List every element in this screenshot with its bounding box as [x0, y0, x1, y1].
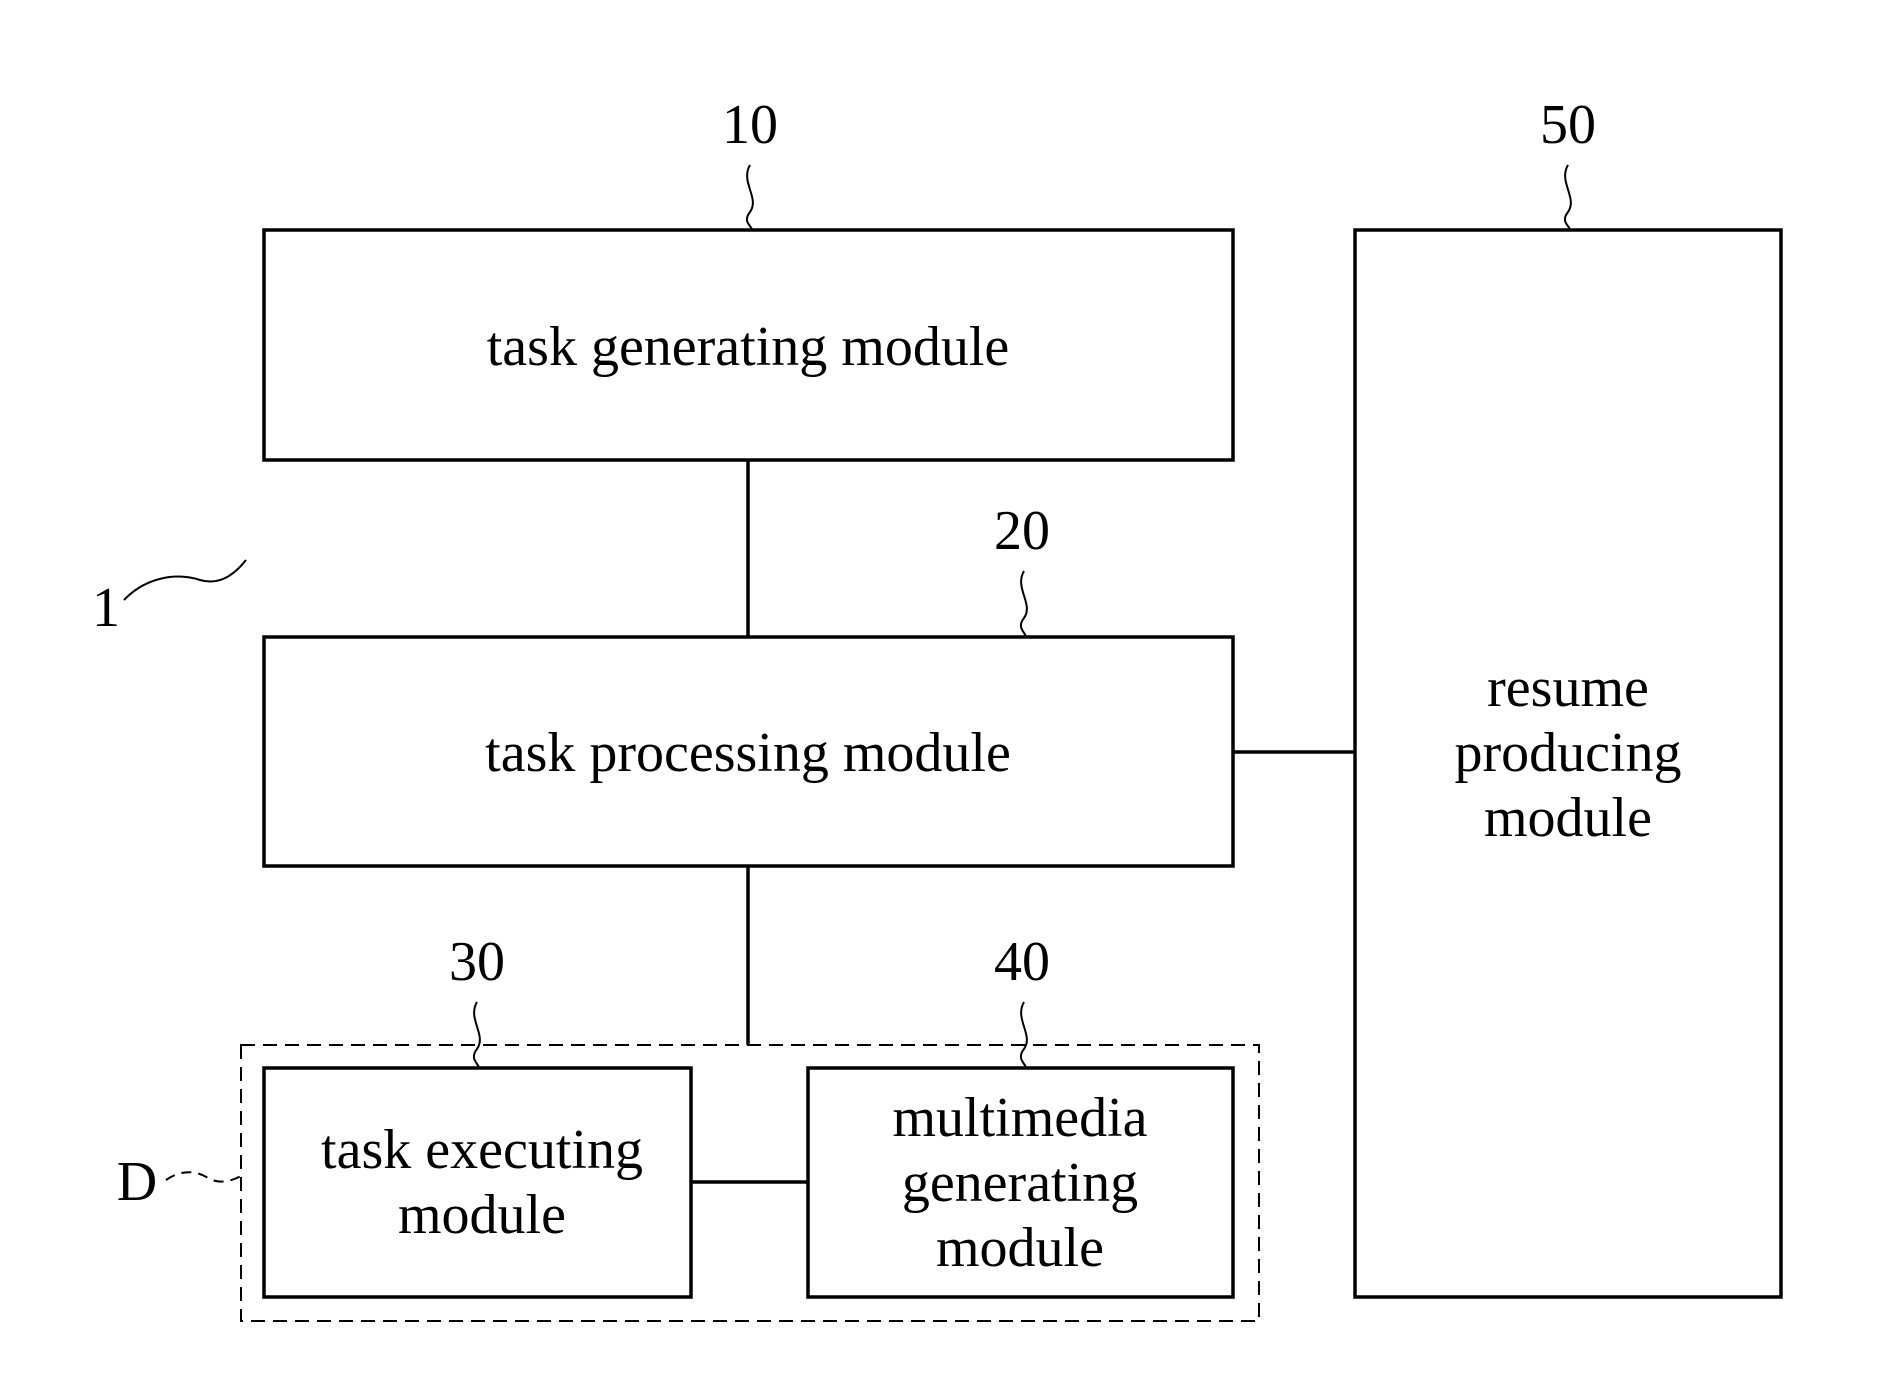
- multimedia-generating-module-label-line3: module: [936, 1217, 1104, 1279]
- leader-line-10: [747, 165, 753, 230]
- leader-line-1: [124, 560, 246, 600]
- ref-numeral-30: 30: [449, 931, 505, 993]
- task-processing-module-label: task processing module: [485, 722, 1011, 784]
- ref-numeral-50: 50: [1540, 94, 1596, 156]
- ref-numeral-10: 10: [722, 94, 778, 156]
- multimedia-generating-module-label-line2: generating: [902, 1152, 1138, 1214]
- multimedia-generating-module-label-line1: multimedia: [892, 1087, 1147, 1149]
- ref-numeral-40: 40: [994, 931, 1050, 993]
- leader-line-40: [1021, 1002, 1027, 1068]
- leader-line-30: [474, 1002, 480, 1068]
- ref-numeral-1: 1: [92, 577, 120, 639]
- leader-line-d: [166, 1172, 241, 1181]
- ref-numeral-20: 20: [994, 500, 1050, 562]
- task-generating-module-label: task generating module: [487, 316, 1010, 378]
- leader-line-50: [1565, 165, 1571, 230]
- ref-numeral-d: D: [117, 1151, 157, 1213]
- resume-producing-module-label-line3: module: [1484, 787, 1652, 849]
- task-executing-module-label-line2: module: [398, 1184, 566, 1246]
- task-executing-module-label-line1: task executing: [321, 1119, 643, 1181]
- leader-line-20: [1021, 571, 1027, 637]
- resume-producing-module-label-line2: producing: [1454, 722, 1681, 784]
- task-executing-module-box: [264, 1068, 691, 1297]
- resume-producing-module-label-line1: resume: [1487, 657, 1649, 719]
